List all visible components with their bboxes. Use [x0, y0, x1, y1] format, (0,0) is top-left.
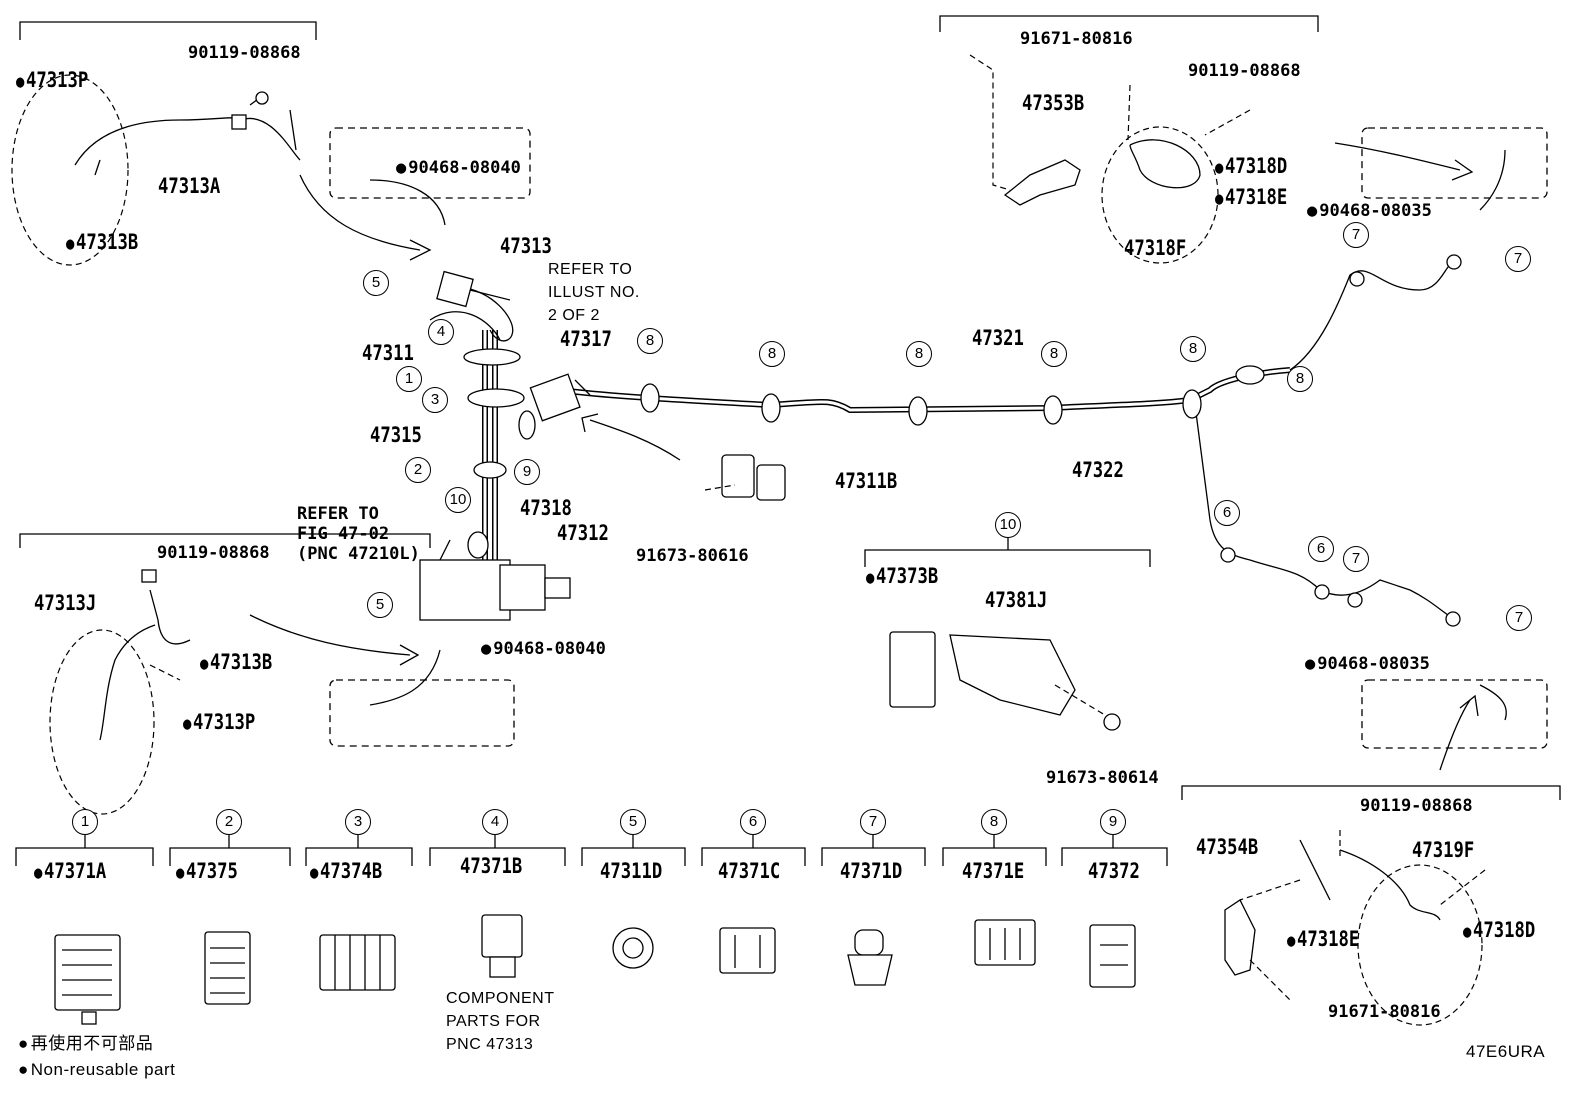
diagram-id: 47E6URA [1466, 1042, 1546, 1061]
part-47318E-bottom-right[interactable]: 47318E [1287, 929, 1359, 950]
callout-8-e[interactable]: 8 [1180, 336, 1206, 362]
part-91671-80816-top-right[interactable]: 91671-80816 [1020, 29, 1133, 49]
callout-8-b[interactable]: 8 [759, 341, 785, 367]
part-47313B-mid-left[interactable]: 47313B [200, 652, 272, 673]
part-47313P-mid-left[interactable]: 47313P [183, 712, 255, 733]
callout-5-mid[interactable]: 5 [367, 592, 393, 618]
part-47315[interactable]: 47315 [370, 423, 422, 447]
part-91673-80614[interactable]: 91673-80614 [1046, 768, 1159, 788]
part-47318E-top-right[interactable]: 47318E [1215, 187, 1287, 208]
part-47317[interactable]: 47317 [560, 327, 612, 351]
part-47318[interactable]: 47318 [520, 496, 572, 520]
part-90468-08035-bottom-right[interactable]: 90468-08035 [1305, 656, 1430, 673]
note-refer-illust-3: 2 OF 2 [548, 307, 600, 324]
part-47312[interactable]: 47312 [557, 521, 609, 545]
callout-1[interactable]: 1 [396, 366, 422, 392]
table-part-47375[interactable]: 47375 [176, 861, 238, 882]
part-90468-08035-top-right[interactable]: 90468-08035 [1307, 203, 1432, 220]
part-47354B[interactable]: 47354B [1196, 835, 1259, 859]
table-part-47371D[interactable]: 47371D [840, 859, 903, 883]
part-90468-08040-mid[interactable]: 90468-08040 [481, 641, 606, 658]
table-part-47371C[interactable]: 47371C [718, 859, 781, 883]
callout-8-d[interactable]: 8 [1041, 341, 1067, 367]
table-callout-8: 8 [981, 809, 1007, 835]
note-component-3: PNC 47313 [446, 1036, 534, 1053]
part-47313J[interactable]: 47313J [34, 591, 97, 615]
part-47373B[interactable]: 47373B [866, 566, 938, 587]
note-refer-fig-2: FIG 47-02 [297, 524, 390, 544]
table-part-47371B[interactable]: 47371B [460, 854, 523, 878]
part-47311[interactable]: 47311 [362, 341, 414, 365]
callout-9[interactable]: 9 [514, 459, 540, 485]
part-91673-80616[interactable]: 91673-80616 [636, 546, 749, 566]
part-90119-08868-bottom-right[interactable]: 90119-08868 [1360, 796, 1473, 816]
callout-7-a[interactable]: 7 [1343, 222, 1369, 248]
table-callout-9: 9 [1100, 809, 1126, 835]
callout-5-top[interactable]: 5 [363, 270, 389, 296]
callout-4[interactable]: 4 [428, 319, 454, 345]
table-callout-5: 5 [620, 809, 646, 835]
callout-10[interactable]: 10 [445, 487, 471, 513]
part-90119-08868-top-left[interactable]: 90119-08868 [188, 43, 301, 63]
callout-7-b[interactable]: 7 [1505, 246, 1531, 272]
table-part-47374B[interactable]: 47374B [310, 861, 382, 882]
callout-8-f[interactable]: 8 [1287, 366, 1313, 392]
table-part-47371A[interactable]: 47371A [34, 861, 106, 882]
part-47311B[interactable]: 47311B [835, 469, 898, 493]
part-90119-08868-mid-left[interactable]: 90119-08868 [157, 543, 270, 563]
callout-2[interactable]: 2 [405, 457, 431, 483]
part-47318D-top-right[interactable]: 47318D [1215, 156, 1287, 177]
part-47318F[interactable]: 47318F [1124, 236, 1187, 260]
part-47313P-top-left[interactable]: 47313P [16, 70, 88, 91]
table-part-shapes [54, 914, 1136, 1025]
part-90468-08040-top[interactable]: 90468-08040 [396, 160, 521, 177]
callout-8-a[interactable]: 8 [637, 328, 663, 354]
part-47313[interactable]: 47313 [500, 234, 552, 258]
callout-6-a[interactable]: 6 [1214, 500, 1240, 526]
part-47353B[interactable]: 47353B [1022, 91, 1085, 115]
table-callout-1: 1 [72, 809, 98, 835]
part-90119-08868-top-right[interactable]: 90119-08868 [1188, 61, 1301, 81]
table-callout-6: 6 [740, 809, 766, 835]
note-refer-illust-2: ILLUST NO. [548, 284, 640, 301]
table-callout-2: 2 [216, 809, 242, 835]
callout-7-c[interactable]: 7 [1343, 546, 1369, 572]
legend-jp: 再使用不可部品 [18, 1035, 153, 1052]
note-refer-illust-1: REFER TO [548, 261, 633, 278]
callout-6-b[interactable]: 6 [1308, 536, 1334, 562]
part-47313A[interactable]: 47313A [158, 174, 221, 198]
note-refer-fig-1: REFER TO [297, 504, 379, 524]
part-47321[interactable]: 47321 [972, 326, 1024, 350]
callout-10-bracket[interactable]: 10 [995, 512, 1021, 538]
parts-table-brackets [15, 835, 1168, 866]
note-component-2: PARTS FOR [446, 1013, 541, 1030]
table-part-47371E[interactable]: 47371E [962, 859, 1025, 883]
part-91671-80816-bottom-right[interactable]: 91671-80816 [1328, 1002, 1441, 1022]
part-47319F[interactable]: 47319F [1412, 838, 1475, 862]
table-part-47372[interactable]: 47372 [1088, 859, 1140, 883]
part-47322[interactable]: 47322 [1072, 458, 1124, 482]
table-part-47311D[interactable]: 47311D [600, 859, 663, 883]
part-47381J[interactable]: 47381J [985, 588, 1048, 612]
table-callout-4: 4 [482, 809, 508, 835]
legend-en: Non-reusable part [18, 1061, 175, 1078]
callout-8-c[interactable]: 8 [906, 341, 932, 367]
callout-7-d[interactable]: 7 [1506, 605, 1532, 631]
note-refer-fig-3: (PNC 47210L) [297, 544, 420, 564]
part-47318D-bottom-right[interactable]: 47318D [1463, 920, 1535, 941]
part-47313B-top-left[interactable]: 47313B [66, 232, 138, 253]
callout-3[interactable]: 3 [422, 387, 448, 413]
table-callout-3: 3 [345, 809, 371, 835]
note-component-1: COMPONENT [446, 990, 555, 1007]
table-callout-7: 7 [860, 809, 886, 835]
